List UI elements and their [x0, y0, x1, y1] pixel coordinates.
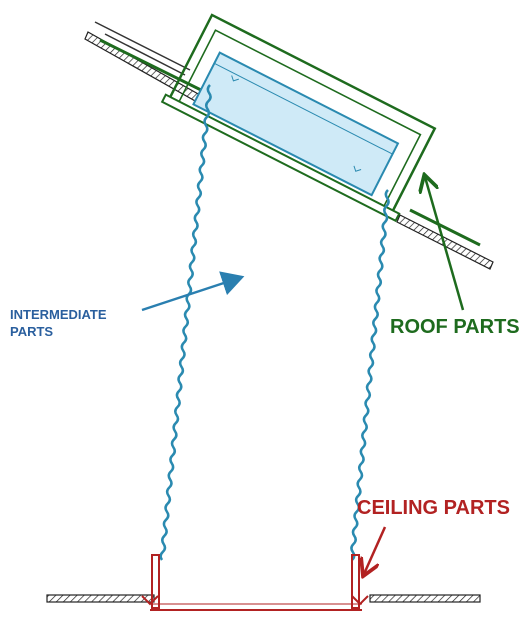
tube-wall-left — [159, 84, 212, 561]
ceiling-left — [46, 594, 155, 603]
glazing-panel — [192, 51, 400, 197]
roof-unit — [160, 13, 437, 223]
flashing-strip — [160, 93, 401, 223]
roof-arrow — [425, 177, 465, 311]
ceiling-arrow — [364, 526, 387, 574]
tube-wall-right — [350, 189, 390, 561]
ceiling-parts-label: CEILING PARTS — [357, 497, 510, 519]
roof-parts-label: ROOF PARTS — [390, 316, 520, 338]
ceiling-right — [369, 594, 481, 603]
roof-deck-right — [396, 208, 494, 270]
intermediate-parts-label: INTERMEDIATE PARTS — [10, 307, 107, 339]
roof-shingles-left — [94, 21, 206, 94]
ceiling-fixture — [141, 554, 369, 611]
intermediate-arrow — [141, 271, 245, 312]
